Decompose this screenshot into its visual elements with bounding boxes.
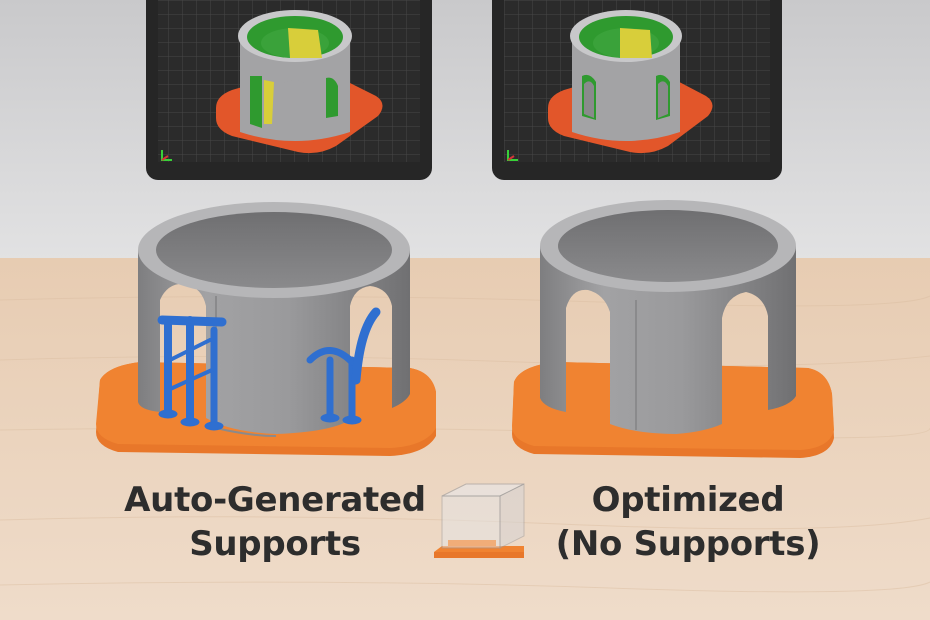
wall	[0, 0, 930, 262]
printed-part-with-supports	[96, 202, 436, 456]
caption-optimized-no-supports: Optimized (No Supports)	[538, 478, 838, 566]
caption-right-line1: Optimized	[591, 480, 785, 520]
transparent-cube-on-plate-icon	[434, 483, 525, 558]
monitor-left	[146, 0, 432, 180]
caption-right-line2: (No Supports)	[555, 524, 821, 564]
slicer-model-left	[216, 10, 383, 154]
monitor-right	[492, 0, 782, 180]
caption-auto-generated-supports: Auto-Generated Supports	[110, 478, 440, 566]
caption-left-line2: Supports	[189, 524, 361, 564]
caption-left-line1: Auto-Generated	[124, 480, 426, 520]
support-structure	[157, 307, 381, 431]
printed-part-optimized	[512, 200, 834, 458]
slicer-model-right	[548, 10, 713, 154]
